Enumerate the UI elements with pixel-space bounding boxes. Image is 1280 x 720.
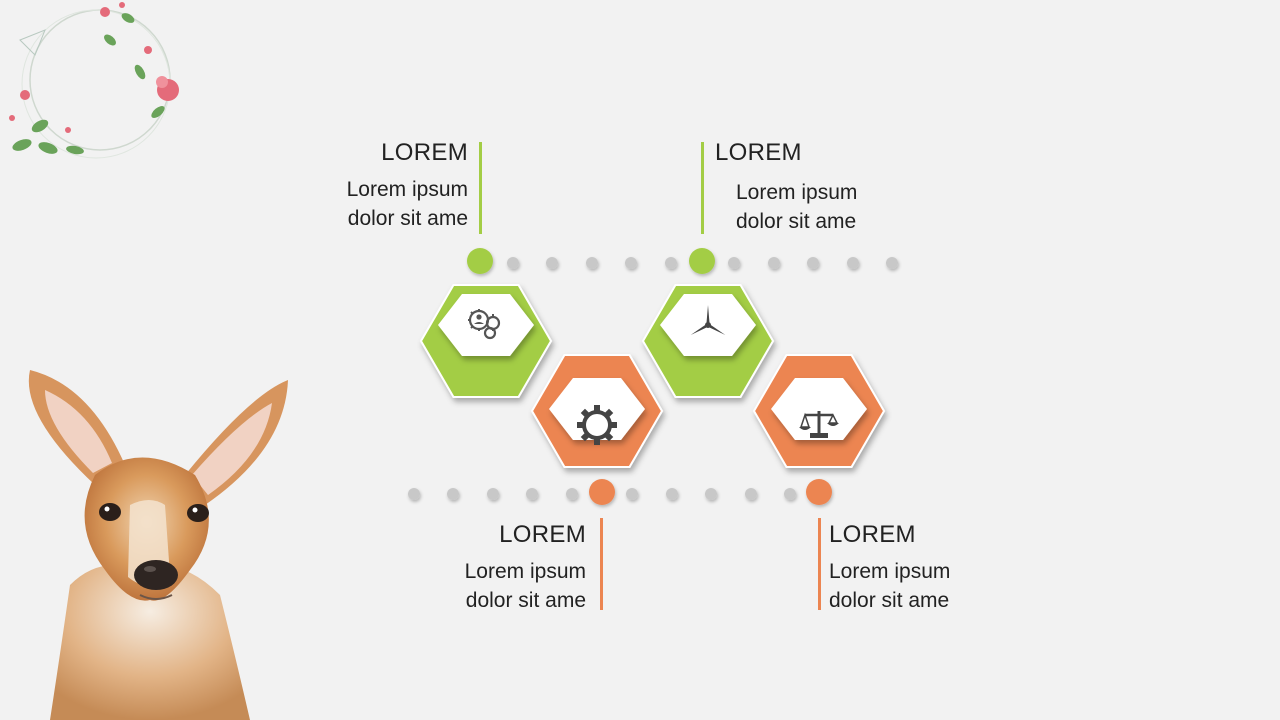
track-dot [487, 488, 499, 500]
marker-dot-3 [689, 248, 715, 274]
balance-scale-icon [799, 411, 839, 438]
step-1-text-line-1: Lorem ipsum [346, 178, 468, 201]
marker-dot-4 [806, 479, 832, 505]
track-dot [586, 257, 598, 269]
step-3-title: LOREM [715, 139, 802, 166]
gears-user-icon [468, 309, 501, 340]
fawn-illustration-image [28, 370, 288, 720]
track-dot [566, 488, 578, 500]
track-dot [447, 488, 459, 500]
connector-line-3 [701, 142, 704, 234]
track-dot [705, 488, 717, 500]
gear-icon [577, 405, 617, 445]
track-dot [886, 257, 898, 269]
step-2-text-line-1: Lorem ipsum [464, 560, 586, 583]
hexagon-1 [419, 284, 553, 398]
step-4-title: LOREM [829, 521, 916, 548]
track-dot [507, 257, 519, 269]
step-3-text-line-1: Lorem ipsum [736, 181, 858, 204]
floral-wreath-image [9, 2, 179, 159]
track-dot [745, 488, 757, 500]
track-dot [784, 488, 796, 500]
step-4-text-line-1: Lorem ipsum [829, 560, 951, 583]
track-dot [728, 257, 740, 269]
dotted-track-top [507, 257, 898, 269]
track-dot [626, 488, 638, 500]
hexagon-inner [771, 378, 867, 440]
step-3-text-line-2: dolor sit ame [736, 210, 857, 233]
step-3-label: LOREM Lorem ipsum dolor sit ame [715, 139, 915, 236]
track-dot [526, 488, 538, 500]
step-1-text-line-2: dolor sit ame [347, 207, 468, 230]
connector-line-2 [600, 518, 603, 610]
step-4-text-line-2: dolor sit ame [829, 589, 950, 612]
step-1-title: LOREM [381, 139, 468, 166]
connector-line-1 [479, 142, 482, 234]
connector-line-4 [818, 518, 821, 610]
track-dot [665, 257, 677, 269]
track-dot [408, 488, 420, 500]
track-dot [847, 257, 859, 269]
dotted-track-bottom [408, 488, 796, 500]
hexagon-3 [641, 284, 775, 398]
track-dot [768, 257, 780, 269]
marker-dot-1 [467, 248, 493, 274]
marker-dot-2 [589, 479, 615, 505]
wind-turbine-icon [690, 305, 726, 335]
step-2-label: LOREM Lorem ipsum dolor sit ame [420, 521, 586, 615]
step-2-title: LOREM [499, 521, 586, 548]
step-2-text-line-2: dolor sit ame [465, 589, 586, 612]
track-dot [546, 257, 558, 269]
track-dot [807, 257, 819, 269]
step-4-label: LOREM Lorem ipsum dolor sit ame [829, 521, 1029, 615]
track-dot [666, 488, 678, 500]
step-1-label: LOREM Lorem ipsum dolor sit ame [300, 139, 468, 233]
track-dot [625, 257, 637, 269]
